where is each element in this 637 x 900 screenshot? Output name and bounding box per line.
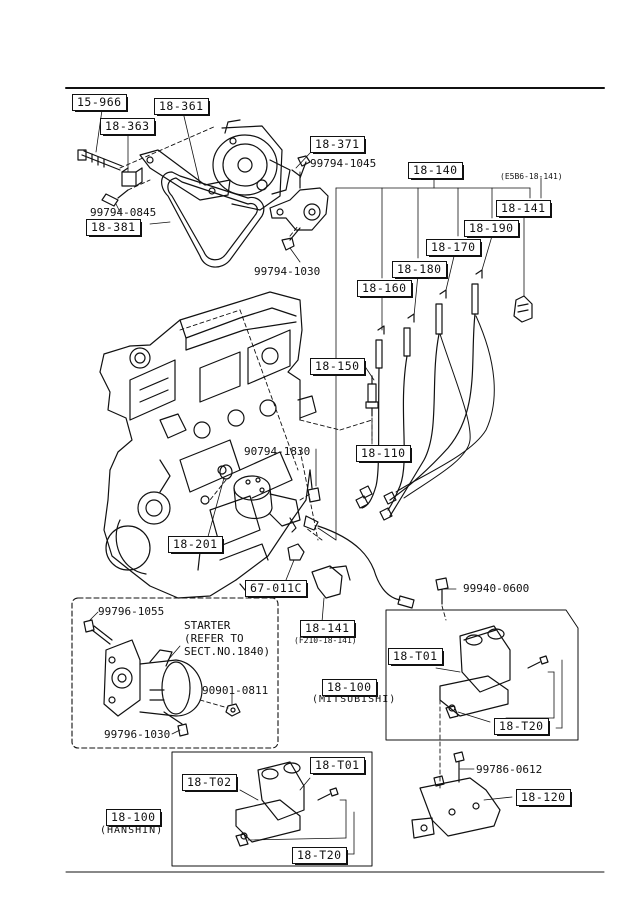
plug-wire-18-180	[387, 313, 415, 511]
nut-small-mid	[433, 775, 445, 787]
label-18-100-hanshin: 18-100	[106, 809, 162, 826]
label-67-011c: 67-011C	[245, 580, 308, 597]
label-99794-1030: 99794-1030	[254, 265, 321, 278]
coil-hanshin	[235, 761, 339, 847]
label-18-170: 18-170	[426, 239, 482, 256]
label-99794-0845: 99794-0845	[90, 206, 157, 219]
label-18-363: 18-363	[100, 118, 156, 135]
distributor	[233, 475, 301, 533]
alternator-bracket	[139, 149, 231, 201]
label-18-190: 18-190	[464, 220, 520, 237]
label-hanshin: (HANSHIN)	[100, 825, 164, 836]
label-15-966: 15-966	[72, 94, 128, 111]
label-18-t20-hanshin: 18-T20	[292, 847, 348, 864]
bolt-99796-1055	[83, 619, 113, 645]
label-18-201: 18-201	[168, 536, 224, 553]
coil-mitsubishi	[439, 625, 549, 719]
label-18-160: 18-160	[357, 280, 413, 297]
wire-clip-18-141-top	[513, 295, 533, 323]
label-99794-1045: 99794-1045	[310, 157, 377, 170]
label-18-371: 18-371	[310, 136, 366, 153]
label-90794-1830: 90794-1830	[244, 445, 311, 458]
label-99940-0600: 99940-0600	[463, 582, 530, 595]
label-90901-0811: 90901-0811	[202, 684, 269, 697]
label-18-180: 18-180	[392, 261, 448, 278]
spark-plug-18-110	[365, 375, 379, 417]
label-99786-0612: 99786-0612	[476, 763, 543, 776]
engine-block	[99, 291, 317, 599]
label-18-t01-mitsubishi: 18-T01	[388, 648, 444, 665]
label-18-141-mid: 18-141	[300, 620, 356, 637]
hanshin-coil-box	[171, 751, 373, 867]
label-99796-1030: 99796-1030	[104, 728, 171, 741]
spacer-18-363	[121, 167, 143, 187]
label-mitsubishi: (MITSUBISHI)	[312, 694, 397, 705]
bolt-99940-0600	[435, 577, 449, 605]
clip-67-011c	[287, 543, 305, 561]
label-18-361: 18-361	[154, 98, 210, 115]
label-18-t02: 18-T02	[182, 774, 238, 791]
label-starter-note: STARTER (REFER TO SECT.NO.1840)	[184, 619, 271, 658]
nut-90901-0811	[225, 703, 241, 717]
plug-wire-18-170	[389, 289, 447, 517]
label-18-381: 18-381	[86, 219, 142, 236]
bolt-99796-1030	[163, 711, 189, 737]
wire-ends-connectors	[355, 485, 397, 521]
bolt-99794-0845	[101, 189, 129, 207]
bracket-18-120	[411, 777, 501, 839]
o-ring-18-201	[219, 464, 233, 480]
plug-wire-18-160	[361, 325, 385, 509]
drive-belt	[161, 171, 265, 268]
bracket-18-141-mid	[311, 565, 351, 599]
label-18-100-mitsubishi: 18-100	[322, 679, 378, 696]
wire-curves-loop	[395, 315, 495, 499]
label-18-150: 18-150	[310, 358, 366, 375]
label-18-140: 18-140	[408, 162, 464, 179]
bolt-99786-0612	[453, 751, 465, 783]
mitsubishi-coil-box	[385, 609, 579, 741]
label-e5b6-18-141: (E5B6-18-141)	[500, 172, 563, 181]
label-18-t20-mitsubishi: 18-T20	[494, 718, 550, 735]
label-99796-1055: 99796-1055	[98, 605, 165, 618]
bolt-15-966	[77, 149, 123, 171]
tensioner-bracket	[269, 169, 329, 231]
label-f210-18-141: (F210-18-141)	[294, 636, 357, 645]
label-18-110: 18-110	[356, 445, 412, 462]
label-18-141-top: 18-141	[496, 200, 552, 217]
bolt-99794-1030	[281, 227, 301, 251]
alternator	[212, 119, 291, 211]
label-18-120: 18-120	[516, 789, 572, 806]
starter-dashed-box	[71, 597, 279, 749]
label-18-t01-hanshin: 18-T01	[310, 757, 366, 774]
